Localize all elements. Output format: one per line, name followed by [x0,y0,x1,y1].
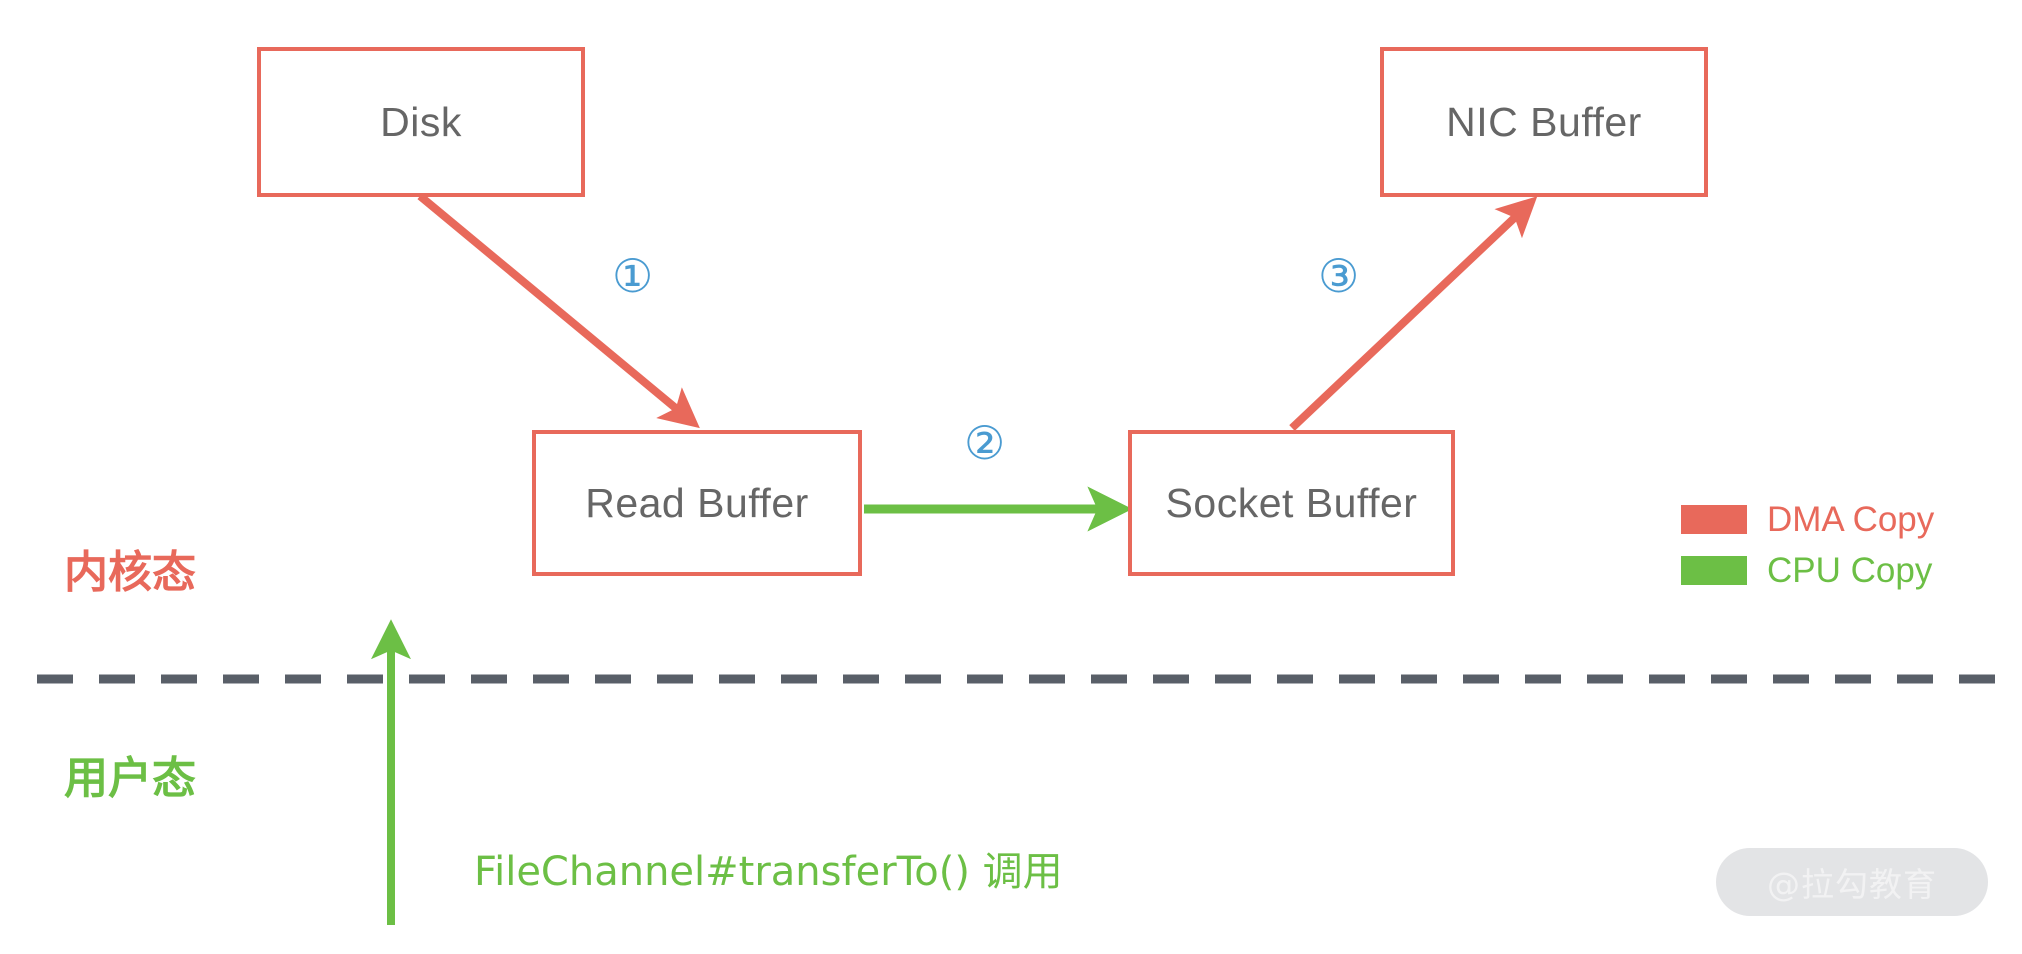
watermark-text: @拉勾教育 [1767,865,1937,904]
step-marker-2: ② [964,416,1006,470]
node-read-buffer[interactable]: Read Buffer [532,430,862,576]
legend-label-cpu-copy: CPU Copy [1767,551,1933,590]
user-space-label: 用户态 [64,753,196,804]
legend-swatch-dma-copy [1681,505,1747,534]
transfer-to-call-label: FileChannel#transferTo() 调用 [474,849,1063,895]
node-nic-buffer[interactable]: NIC Buffer [1380,47,1708,197]
legend: DMA Copy CPU Copy [1681,502,1934,588]
kernel-space-label: 内核态 [64,547,196,598]
node-read-buffer-label: Read Buffer [585,479,809,526]
legend-item-dma-copy: DMA Copy [1681,502,1934,537]
node-socket-buffer[interactable]: Socket Buffer [1128,430,1455,576]
legend-label-dma-copy: DMA Copy [1767,500,1935,539]
arrow-socket-buffer-to-nic-buffer [1289,196,1538,431]
legend-item-cpu-copy: CPU Copy [1681,553,1934,588]
watermark-badge: @拉勾教育 [1716,848,1988,916]
step-marker-1: ① [612,249,654,303]
node-disk[interactable]: Disk [257,47,585,197]
node-nic-buffer-label: NIC Buffer [1446,98,1642,145]
node-socket-buffer-label: Socket Buffer [1165,479,1418,526]
legend-swatch-cpu-copy [1681,556,1747,585]
node-disk-label: Disk [380,98,462,145]
step-marker-3: ③ [1318,249,1360,303]
arrow-disk-to-read-buffer [417,192,700,429]
